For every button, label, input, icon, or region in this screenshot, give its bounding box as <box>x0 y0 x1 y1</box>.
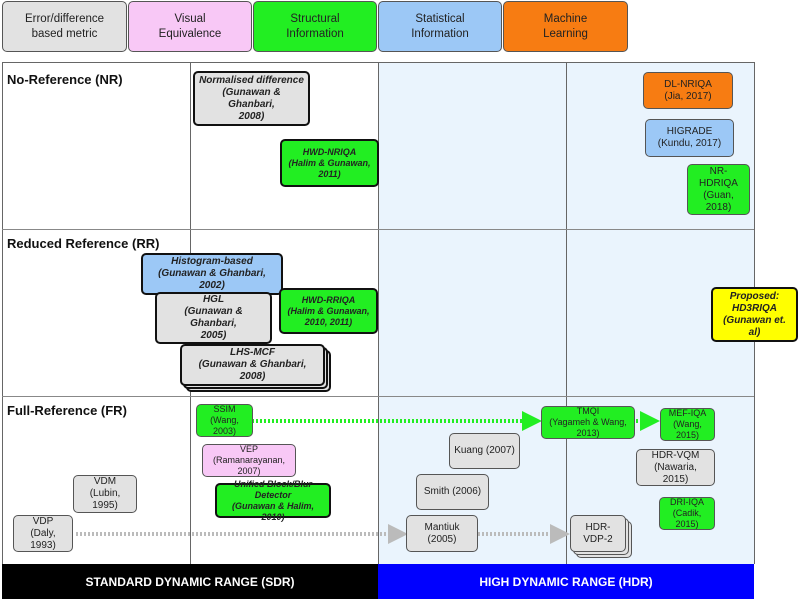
grid-row-divider-2 <box>2 396 754 397</box>
node-unified-block-blur-detector: Unified Block/Blur Detector (Gunawan & H… <box>215 479 331 522</box>
node-proposed-hd3riqa: Proposed: HD3RIQA (Gunawan et. al) <box>711 287 798 342</box>
category-structural-information: Structural Information <box>253 1 377 52</box>
node-histogram-based: Histogram-based (Gunawan & Ghanbari, 200… <box>141 253 283 295</box>
category-visual-equivalence: Visual Equivalence <box>128 1 252 52</box>
node-vdp: VDP (Daly, 1993) <box>13 515 73 552</box>
node-tmqi: TMQI (Yagameh & Wang, 2013) <box>541 406 635 439</box>
node-higrade: HIGRADE (Kundu, 2017) <box>645 119 734 157</box>
node-mantiuk: Mantiuk (2005) <box>406 515 478 552</box>
node-hdr-vdp2: HDR-VDP-2 <box>570 515 626 552</box>
grid-column-divider-3 <box>566 62 567 564</box>
section-title-reduced-reference: Reduced Reference (RR) <box>7 236 160 251</box>
category-statistical-information: Statistical Information <box>378 1 502 52</box>
grid-left-line <box>2 62 3 564</box>
node-kuang: Kuang (2007) <box>449 433 520 469</box>
category-error-difference: Error/difference based metric <box>2 1 127 52</box>
node-ssim: SSIM (Wang, 2003) <box>196 404 253 437</box>
node-lhs-mcf: LHS-MCF (Gunawan & Ghanbari, 2008) <box>180 344 325 386</box>
node-dl-nriqa: DL-NRIQA (Jia, 2017) <box>643 72 733 109</box>
footer-sdr-bar: STANDARD DYNAMIC RANGE (SDR) <box>2 564 378 599</box>
node-dri-iqa: DRI-IQA (Cadik, 2015) <box>659 497 715 530</box>
grid-row-divider-1 <box>2 229 754 230</box>
section-title-full-reference: Full-Reference (FR) <box>7 403 127 418</box>
section-title-no-reference: No-Reference (NR) <box>7 72 123 87</box>
node-vep: VEP (Ramanarayanan, 2007) <box>202 444 296 477</box>
category-machine-learning: Machine Learning <box>503 1 628 52</box>
node-smith: Smith (2006) <box>416 474 489 510</box>
node-normalised-difference: Normalised difference (Gunawan & Ghanbar… <box>193 71 310 126</box>
node-hdr-vqm: HDR-VQM (Nawaria, 2015) <box>636 449 715 486</box>
node-hwd-rriqa: HWD-RRIQA (Halim & Gunawan, 2010, 2011) <box>279 288 378 334</box>
node-hgl: HGL (Gunawan & Ghanbari, 2005) <box>155 292 272 344</box>
node-hwd-nriqa: HWD-NRIQA (Halim & Gunawan, 2011) <box>280 139 379 187</box>
node-mef-iqa: MEF-IQA (Wang, 2015) <box>660 408 715 441</box>
node-nr-hdriqa: NR-HDRIQA (Guan, 2018) <box>687 164 750 215</box>
grid-column-divider-2 <box>378 62 379 564</box>
node-vdm: VDM (Lubin, 1995) <box>73 475 137 513</box>
footer-hdr-bar: HIGH DYNAMIC RANGE (HDR) <box>378 564 754 599</box>
